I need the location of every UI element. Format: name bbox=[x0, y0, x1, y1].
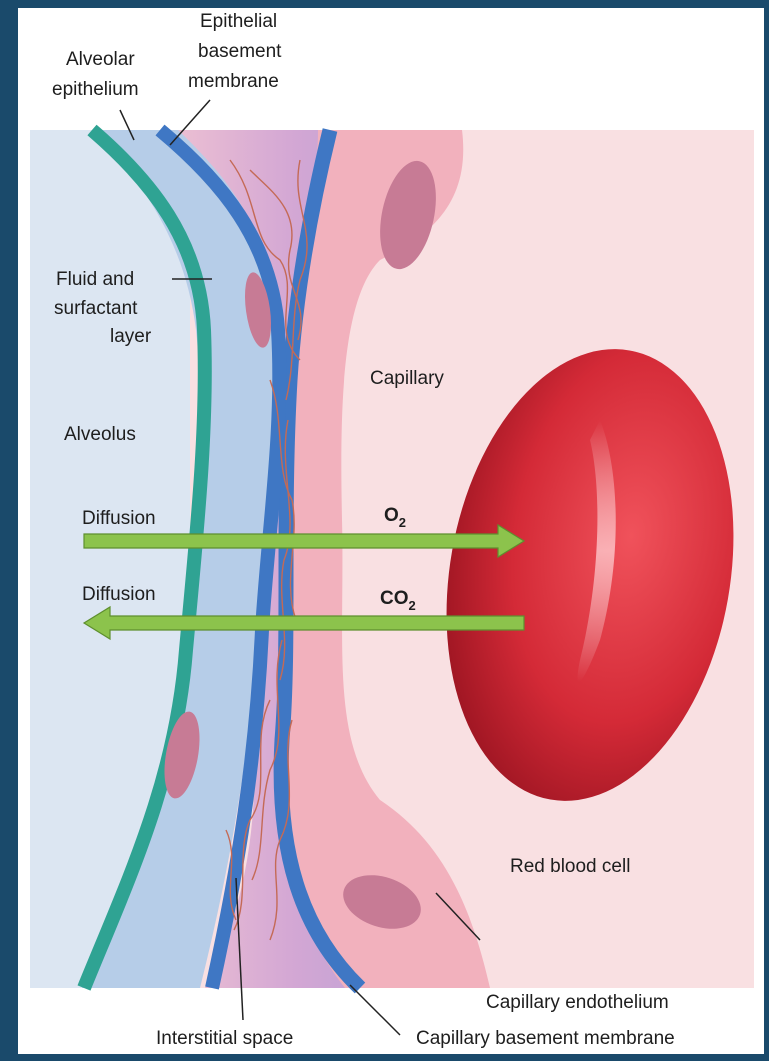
capillary-label: Capillary bbox=[370, 368, 444, 389]
capillary-basement-membrane-label: Capillary basement membrane bbox=[416, 1028, 675, 1049]
alveolus-label: Alveolus bbox=[64, 424, 136, 445]
diffusion-o2-label: Diffusion bbox=[82, 508, 156, 529]
co2-label-subscript: 2 bbox=[409, 598, 416, 613]
fluid-surfactant-label-line1: Fluid and bbox=[56, 269, 134, 290]
o2-label-subscript: 2 bbox=[399, 515, 406, 530]
fluid-surfactant-label-line3: layer bbox=[110, 326, 152, 347]
fluid-surfactant-label-line2: surfactant bbox=[54, 298, 138, 319]
diffusion-co2-label: Diffusion bbox=[82, 584, 156, 605]
epithelial-basement-membrane-label-line2: basement bbox=[198, 41, 282, 62]
co2-label-base: CO bbox=[380, 588, 409, 609]
interstitial-space-label: Interstitial space bbox=[156, 1028, 293, 1049]
red-blood-cell-label: Red blood cell bbox=[510, 856, 630, 877]
epithelial-basement-membrane-label-line3: membrane bbox=[188, 71, 279, 92]
o2-label-base: O bbox=[384, 505, 399, 526]
alveolar-epithelium-label-line1: Alveolar bbox=[66, 49, 135, 70]
capillary-endothelium-label: Capillary endothelium bbox=[486, 992, 669, 1013]
epithelial-basement-membrane-label-line1: Epithelial bbox=[200, 11, 277, 32]
alveolar-epithelium-label-line2: epithelium bbox=[52, 79, 139, 100]
